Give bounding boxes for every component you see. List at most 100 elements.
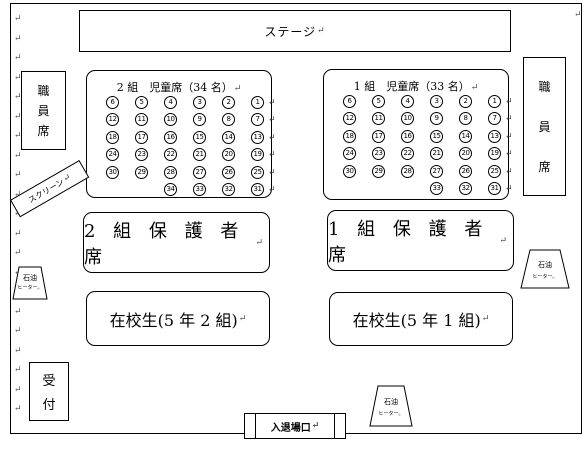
- seat-number: 11: [135, 113, 148, 127]
- seat-number: 24: [343, 147, 356, 161]
- seat-number: 7: [251, 113, 264, 127]
- seat-number: 14: [222, 130, 235, 144]
- seat-cell: 16: [156, 130, 185, 145]
- reception: 受付: [29, 362, 69, 421]
- seat-cell: 11: [364, 112, 393, 126]
- seat-number: 15: [193, 130, 206, 144]
- seat-number: 19: [251, 148, 264, 162]
- seat-cell: 19↵: [243, 148, 276, 162]
- seat-cell: 25↵: [243, 165, 276, 180]
- seat-cell: 1↵: [243, 96, 276, 110]
- heater-bottom: 石油 ヒーター。: [369, 385, 413, 427]
- seat-number: 28: [401, 164, 414, 178]
- stage: ステージ↵: [79, 10, 511, 52]
- seat-cell: 28: [393, 164, 422, 179]
- seat-cell: 31↵: [480, 181, 513, 196]
- seat-number: 29: [372, 164, 385, 178]
- seat-number: 8: [459, 112, 472, 126]
- seat-number: 16: [164, 130, 177, 144]
- seat-number: 1: [488, 95, 501, 108]
- seat-cell: 14: [451, 129, 480, 144]
- seat-cell: 26: [451, 164, 480, 179]
- seat-number: 23: [135, 148, 148, 162]
- seat-cell: 25↵: [480, 164, 513, 179]
- seat-cell: 13↵: [480, 129, 513, 144]
- seat-cell: 7↵: [480, 112, 513, 126]
- seat-cell: 7↵: [243, 113, 276, 127]
- seat-cell: 23: [364, 147, 393, 161]
- seat-cell: 13↵: [243, 130, 276, 145]
- seat-number: 24: [106, 148, 119, 162]
- seat-number: 20: [459, 147, 472, 161]
- seat-number: 23: [372, 147, 385, 161]
- seat-number: 5: [372, 95, 385, 108]
- seat-number: 26: [459, 164, 472, 178]
- seat-cell: 5: [364, 95, 393, 109]
- seat-cell: 12: [98, 113, 127, 127]
- seat-number: 13: [488, 129, 501, 143]
- seat-number: 28: [164, 165, 177, 179]
- seat-number: 33: [430, 181, 443, 195]
- seat-number: 12: [343, 112, 356, 126]
- seat-number: 3: [193, 96, 206, 109]
- seat-cell: 20: [214, 148, 243, 162]
- seat-cell: 9: [422, 112, 451, 126]
- stage-label: ステージ: [264, 24, 317, 39]
- seat-number: 17: [135, 130, 148, 144]
- seat-cell: 16: [393, 129, 422, 144]
- class2-seats-title: 2 組 児童席（34 名）↵: [116, 81, 242, 94]
- entrance-exit: 入退場口↵: [244, 413, 346, 439]
- class1-seats-title: 1 組 児童席（33 名）↵: [353, 80, 479, 93]
- top-right-return-mark: ↵: [574, 10, 582, 20]
- seat-number: 33: [193, 182, 206, 196]
- seat-number: 22: [401, 147, 414, 161]
- seat-number: 34: [164, 182, 177, 196]
- seat-number: 11: [372, 112, 385, 126]
- seat-number: 9: [430, 112, 443, 126]
- seat-cell: 1↵: [480, 95, 513, 109]
- seat-cell: 5: [127, 96, 156, 110]
- seat-cell: 29: [364, 164, 393, 179]
- seat-cell: 30: [98, 165, 127, 180]
- seat-number: 10: [401, 112, 414, 126]
- seat-number: 2: [459, 95, 472, 108]
- seat-cell: 3: [185, 96, 214, 110]
- seat-cell: 26: [214, 165, 243, 180]
- seat-number: 6: [343, 95, 356, 108]
- seat-cell: [335, 182, 364, 196]
- seat-cell: 32: [214, 182, 243, 197]
- seat-cell: 8: [214, 113, 243, 127]
- seat-cell: 33: [422, 181, 451, 196]
- seat-cell: 14: [214, 130, 243, 145]
- seat-cell: 33: [185, 182, 214, 197]
- class1-student-seats: 在校生(5 年 1 組)↵: [329, 292, 513, 346]
- seat-cell: 23: [127, 148, 156, 162]
- seat-cell: 30: [335, 164, 364, 179]
- seat-number: 9: [193, 113, 206, 127]
- class2-student-seats: 在校生(5 年 2 組)↵: [86, 291, 270, 346]
- seat-cell: 21: [185, 148, 214, 162]
- seat-number: 20: [222, 148, 235, 162]
- seat-cell: 9: [185, 113, 214, 127]
- seat-number: 10: [164, 113, 177, 127]
- seat-number: 4: [401, 95, 414, 108]
- seat-cell: 19↵: [480, 147, 513, 161]
- seat-number: 7: [488, 112, 501, 126]
- seat-number: 19: [488, 147, 501, 161]
- seat-number: 18: [106, 130, 119, 144]
- seat-cell: [127, 183, 156, 197]
- seat-number: 30: [106, 165, 119, 179]
- seat-number: 14: [459, 129, 472, 143]
- seat-cell: 32: [451, 181, 480, 196]
- seat-number: 21: [193, 148, 206, 162]
- seat-number: 21: [430, 147, 443, 161]
- class2-guardian-seats: 2 組 保 護 者 席↵: [83, 212, 270, 273]
- seat-cell: 3: [422, 95, 451, 109]
- seat-cell: 18: [98, 130, 127, 145]
- seat-number: 27: [430, 164, 443, 178]
- seat-number: 6: [106, 96, 119, 109]
- seat-number: 25: [488, 164, 501, 178]
